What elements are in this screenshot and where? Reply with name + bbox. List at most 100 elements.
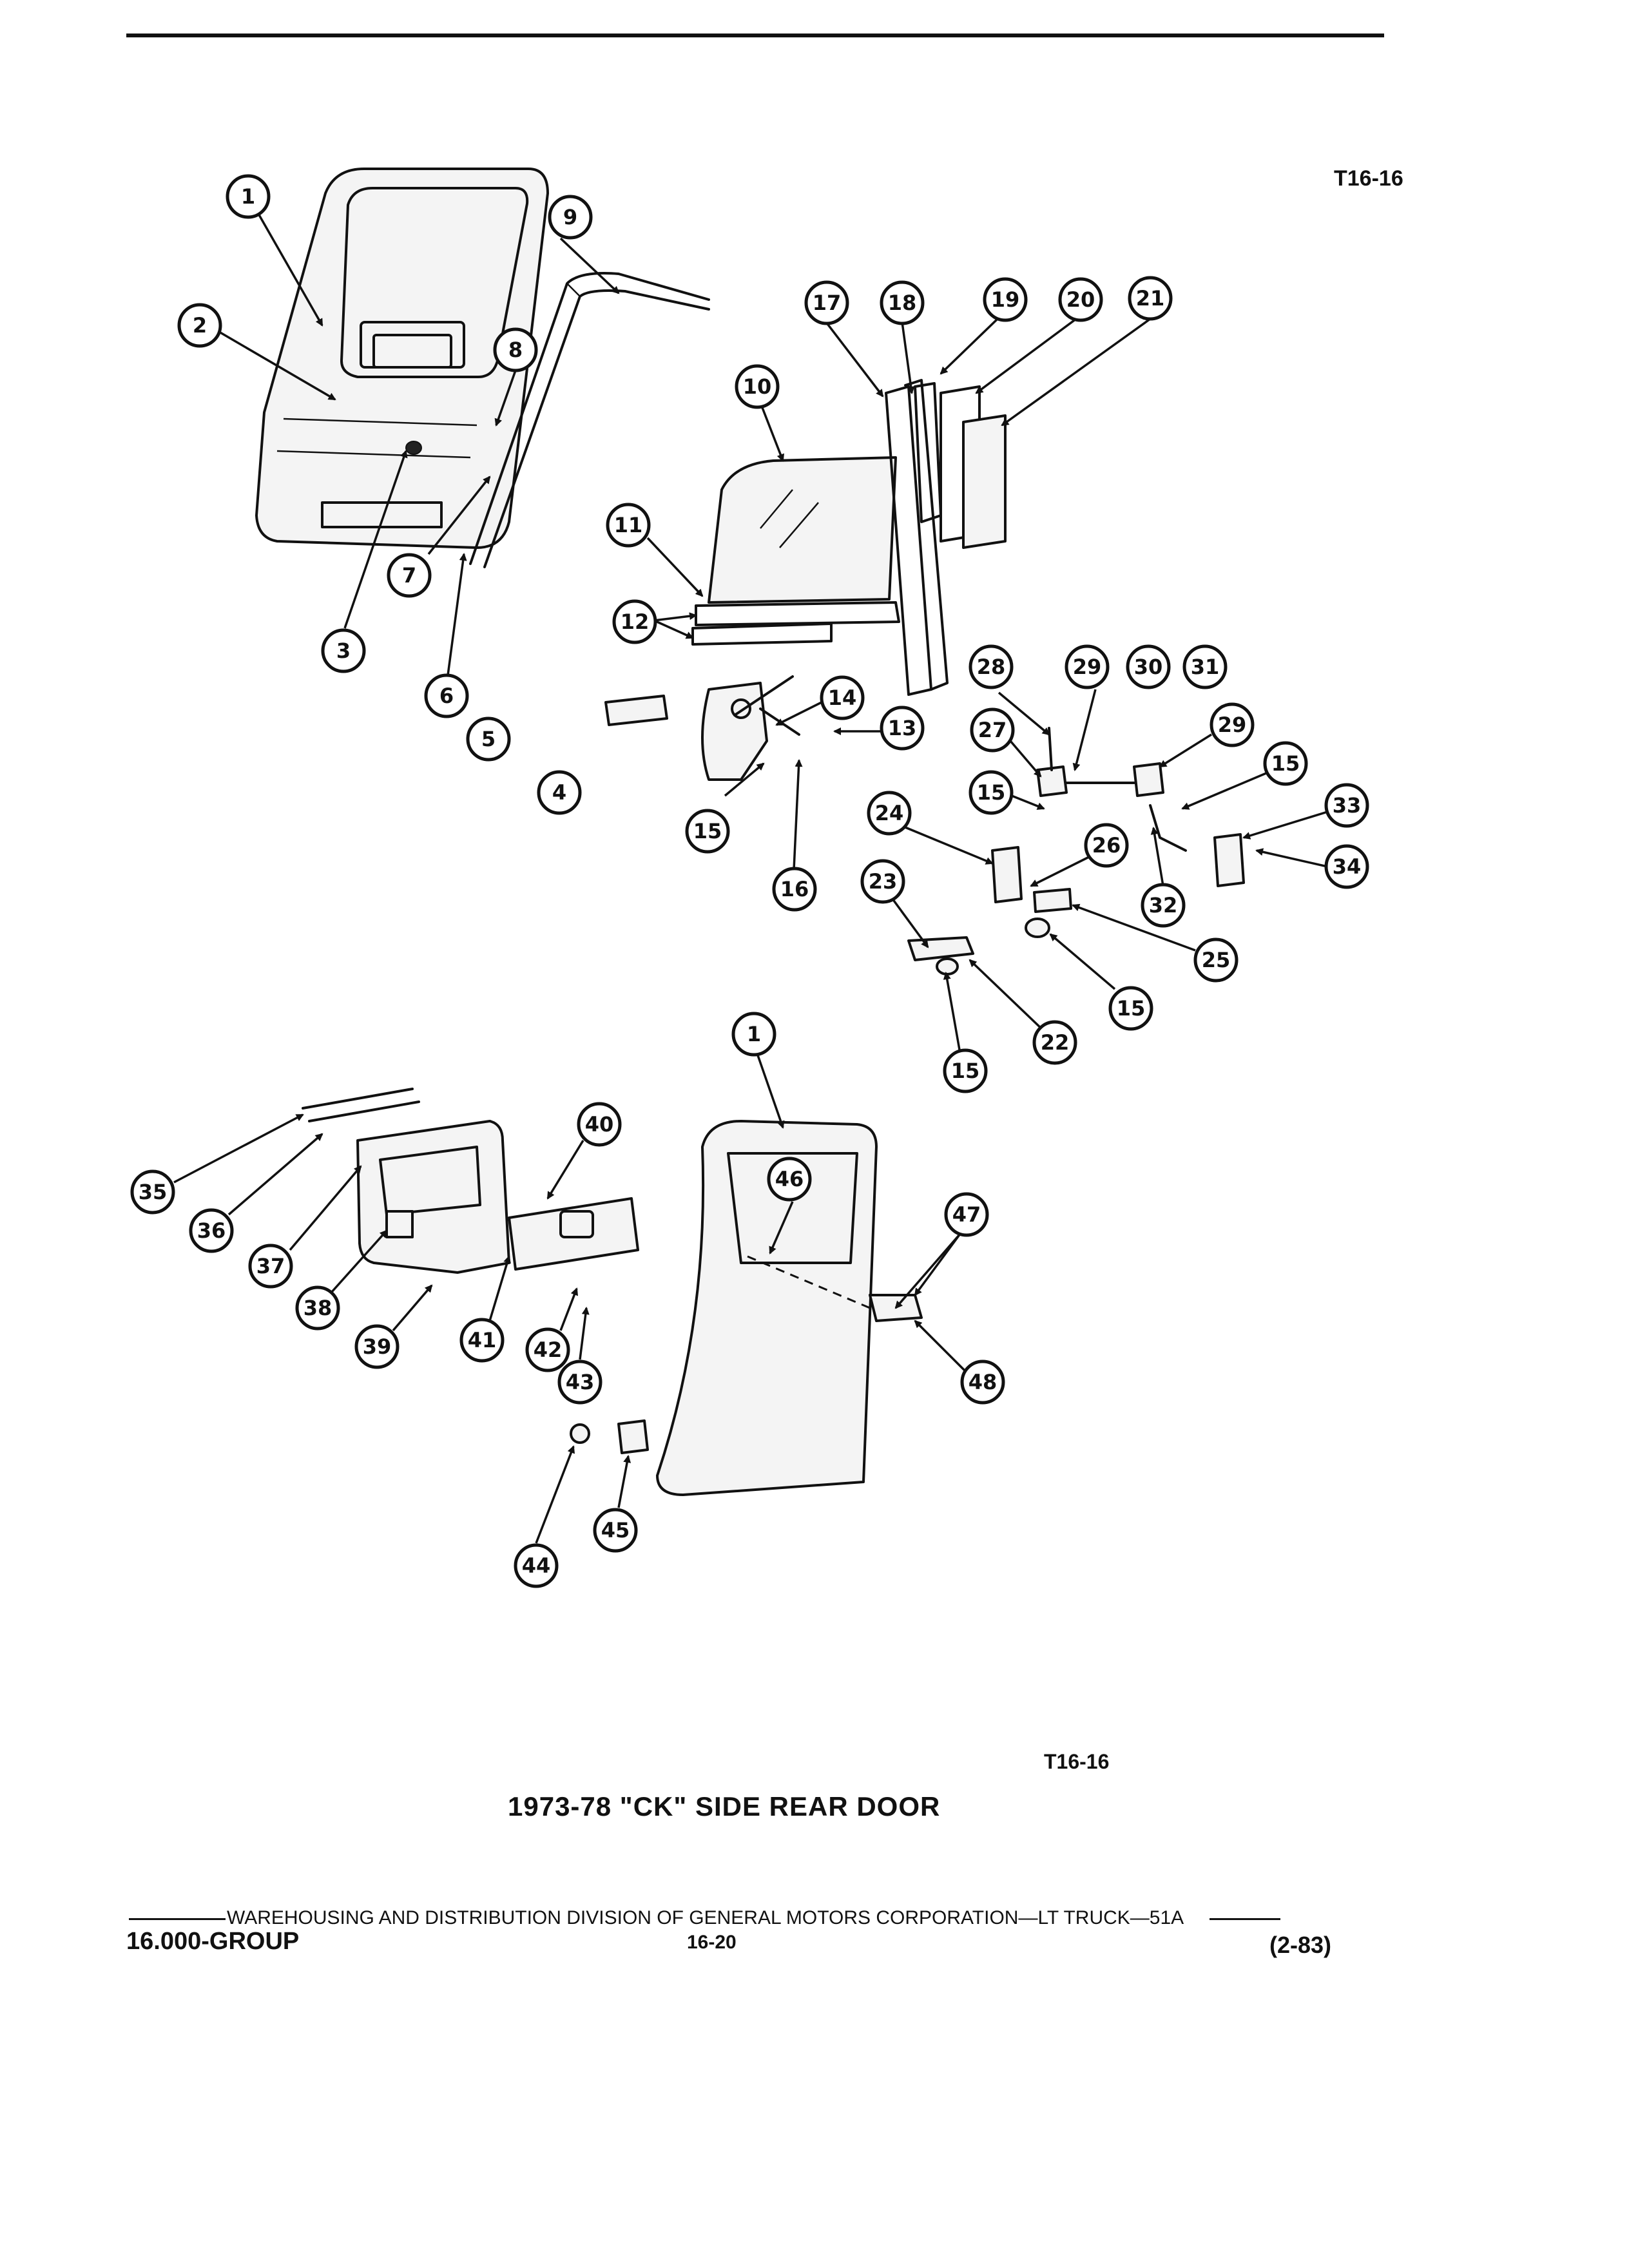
svg-text:24: 24	[875, 801, 904, 825]
svg-text:6: 6	[439, 684, 454, 708]
callout-11: 11	[606, 503, 651, 548]
callout-29-side: 29	[1210, 702, 1255, 747]
svg-text:21: 21	[1136, 286, 1165, 311]
svg-text:9: 9	[563, 205, 577, 229]
callout-29-top: 29	[1065, 644, 1110, 689]
callout-7: 7	[387, 553, 432, 598]
caption-figure-code: T16-16	[1044, 1750, 1110, 1773]
callout-6: 6	[424, 673, 469, 718]
svg-text:31: 31	[1191, 655, 1220, 679]
callout-21: 21	[1128, 276, 1173, 321]
callout-15-lock-left: 15	[969, 770, 1014, 815]
callout-48: 48	[960, 1360, 1005, 1405]
callout-25: 25	[1193, 937, 1239, 983]
svg-text:25: 25	[1202, 948, 1231, 972]
callout-36: 36	[189, 1208, 234, 1253]
diagram-title: 1973-78 "CK" SIDE REAR DOOR	[508, 1791, 941, 1821]
callout-33: 33	[1324, 783, 1369, 828]
svg-text:4: 4	[552, 780, 566, 805]
svg-text:32: 32	[1149, 893, 1178, 918]
callout-8: 8	[493, 327, 538, 372]
hinge-part	[907, 846, 1072, 975]
svg-text:2: 2	[193, 313, 207, 338]
callout-30: 30	[1126, 644, 1171, 689]
footer-group: 16.000-GROUP	[126, 1928, 300, 1955]
handle-part	[604, 695, 668, 726]
callout-39: 39	[354, 1324, 400, 1369]
svg-text:17: 17	[813, 291, 842, 315]
callout-15-hinge-right: 15	[1108, 986, 1153, 1031]
svg-text:42: 42	[534, 1338, 563, 1362]
callout-13: 13	[880, 706, 925, 751]
footer-date: (2-83)	[1269, 1932, 1332, 1958]
svg-text:40: 40	[585, 1112, 614, 1137]
window-channel-part	[469, 272, 710, 568]
svg-text:45: 45	[601, 1518, 630, 1542]
svg-text:15: 15	[1271, 751, 1300, 776]
callout-31: 31	[1182, 644, 1228, 689]
callout-45: 45	[593, 1508, 638, 1553]
footer-publisher-text: WAREHOUSING AND DISTRIBUTION DIVISION OF…	[227, 1907, 1184, 1928]
footer-rule-left	[129, 1917, 226, 1920]
trim-panel-part	[302, 1088, 510, 1274]
callout-38: 38	[295, 1285, 340, 1331]
svg-text:26: 26	[1092, 833, 1121, 858]
svg-text:3: 3	[336, 639, 351, 663]
callout-44: 44	[514, 1543, 559, 1588]
svg-text:44: 44	[522, 1553, 551, 1578]
callout-18: 18	[880, 280, 925, 325]
svg-text:15: 15	[951, 1059, 980, 1083]
svg-text:20: 20	[1066, 287, 1095, 312]
callout-47: 47	[944, 1192, 989, 1237]
svg-text:12: 12	[621, 610, 650, 634]
callout-40: 40	[577, 1102, 622, 1147]
outer-door-panel-part	[656, 1120, 878, 1496]
svg-text:1: 1	[747, 1022, 761, 1046]
svg-text:33: 33	[1333, 793, 1362, 818]
svg-text:28: 28	[977, 655, 1006, 679]
callout-35: 35	[130, 1169, 175, 1215]
callout-12: 12	[612, 599, 657, 644]
window-regulator-part	[701, 675, 800, 781]
svg-text:13: 13	[888, 716, 917, 740]
svg-text:23: 23	[869, 869, 898, 894]
callout-1-top: 1	[226, 174, 271, 219]
callout-26: 26	[1084, 823, 1129, 868]
run-channel-part	[885, 379, 949, 696]
svg-text:19: 19	[991, 287, 1020, 312]
svg-text:18: 18	[888, 291, 917, 315]
svg-text:16: 16	[780, 877, 809, 901]
callout-1-bottom: 1	[731, 1012, 776, 1057]
callout-42: 42	[525, 1327, 570, 1372]
door-frame-part	[255, 168, 549, 549]
callout-28: 28	[969, 644, 1014, 689]
svg-text:15: 15	[1117, 996, 1146, 1021]
svg-text:5: 5	[481, 727, 496, 751]
callout-14: 14	[820, 675, 865, 720]
svg-text:46: 46	[775, 1167, 804, 1191]
footer-rule-right	[1210, 1917, 1281, 1920]
callout-34: 34	[1324, 844, 1369, 889]
svg-text:47: 47	[952, 1202, 981, 1227]
callout-2: 2	[177, 303, 222, 348]
callout-19: 19	[983, 277, 1028, 322]
svg-text:22: 22	[1041, 1030, 1070, 1055]
callout-4: 4	[537, 770, 582, 815]
footer-page-number: 16-20	[687, 1932, 737, 1953]
svg-text:27: 27	[978, 718, 1007, 742]
svg-text:30: 30	[1134, 655, 1163, 679]
svg-text:10: 10	[743, 374, 772, 399]
callout-22: 22	[1032, 1020, 1077, 1065]
svg-text:1: 1	[241, 184, 255, 209]
svg-text:36: 36	[197, 1218, 226, 1243]
svg-text:38: 38	[304, 1296, 333, 1320]
callout-24: 24	[867, 791, 912, 836]
callout-32: 32	[1141, 883, 1186, 928]
glass-sash-part	[691, 601, 900, 646]
svg-text:11: 11	[614, 513, 643, 537]
callout-46: 46	[767, 1157, 812, 1202]
vent-weatherstrip-part	[940, 385, 1007, 549]
callout-27: 27	[970, 707, 1015, 753]
